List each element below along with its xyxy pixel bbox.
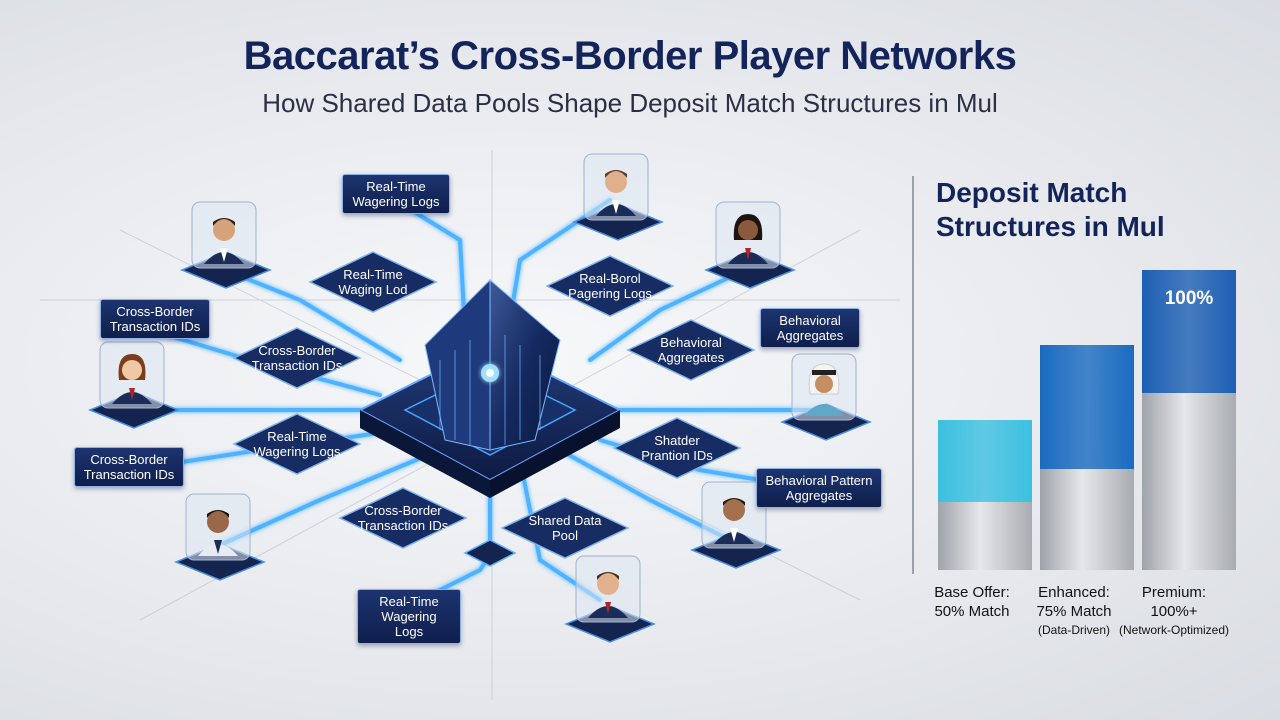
network-diagram [40,150,900,700]
data-tag: Real-Time Wagering Logs [357,589,461,644]
diamond-tag-label: Cross-Border Transaction IDs [357,503,449,533]
chart-title: Deposit Match Structures in Mul [936,177,1165,242]
bar-value-label: 100% [1164,288,1214,309]
category-label: Base Offer: 50% Match [912,583,1032,621]
bar [1040,345,1134,570]
category-line: Premium: [1141,584,1207,601]
data-tag: Real-Time Wagering Logs [342,174,450,214]
player-avatar [562,550,658,680]
category-line: Base Offer: [934,584,1010,601]
junction-node [463,539,517,567]
bar-base-segment [1040,469,1134,570]
diamond-tag-label: Shatder Prantion IDs [641,433,713,463]
diamond-data-tag: Real-Time Wagering Logs [232,412,362,476]
player-avatar [702,196,798,326]
data-tag: Behavioral Aggregates [760,308,860,348]
diamond-tag-label: Real-Time Waging Lod [338,267,408,297]
category-note: (Data-Driven) [1037,623,1110,637]
player-avatar [172,488,268,618]
category-note: (Network-Optimized) [1118,623,1229,637]
player-avatar [570,148,666,278]
page-title: Baccarat’s Cross-Border Player Networks [243,34,1017,78]
diamond-tag-label: Behavioral Aggregates [657,335,725,365]
data-tag: Cross-Border Transaction IDs [74,447,184,487]
category-line: 75% Match [1036,603,1112,620]
page-subtitle: How Shared Data Pools Shape Deposit Matc… [262,88,998,118]
bar [938,420,1032,570]
bar: 100% [1142,270,1236,570]
diamond-tag-label: Shared Data Pool [528,513,602,543]
bar-base-segment [938,502,1032,570]
category-label: Premium: 100%+ (Network-Optimized) [1114,583,1234,639]
diamond-data-tag: Cross-Border Transaction IDs [232,326,362,390]
data-tag: Cross-Border Transaction IDs [100,299,210,339]
bar-top-segment [1040,345,1134,469]
diamond-data-tag: Real-Time Waging Lod [308,250,438,314]
player-avatar [778,348,874,478]
category-label: Enhanced: 75% Match (Data-Driven) [1014,583,1134,639]
central-hub [357,278,623,498]
diamond-tag-label: Real-Borol Pagering Logs [568,271,652,301]
diamond-data-tag: Behavioral Aggregates [626,318,756,382]
diamond-data-tag: Shared Data Pool [500,496,630,560]
bar-top-segment [1142,270,1236,393]
bar-top-segment [938,420,1032,502]
diamond-tag-label: Cross-Border Transaction IDs [251,343,343,373]
category-line: 100%+ [1150,603,1198,620]
category-line: 50% Match [934,603,1010,620]
player-avatar [178,196,274,326]
diamond-tag-label: Real-Time Wagering Logs [253,429,341,459]
diamond-data-tag: Real-Borol Pagering Logs [545,254,675,318]
diamond-data-tag: Shatder Prantion IDs [612,416,742,480]
category-line: Enhanced: [1038,584,1110,601]
player-avatar [86,336,182,466]
diamond-data-tag: Cross-Border Transaction IDs [338,486,468,550]
chart-axis [912,176,914,574]
bar-base-segment [1142,393,1236,570]
player-avatar [688,476,784,606]
data-tag: Behavioral Pattern Aggregates [756,468,882,508]
